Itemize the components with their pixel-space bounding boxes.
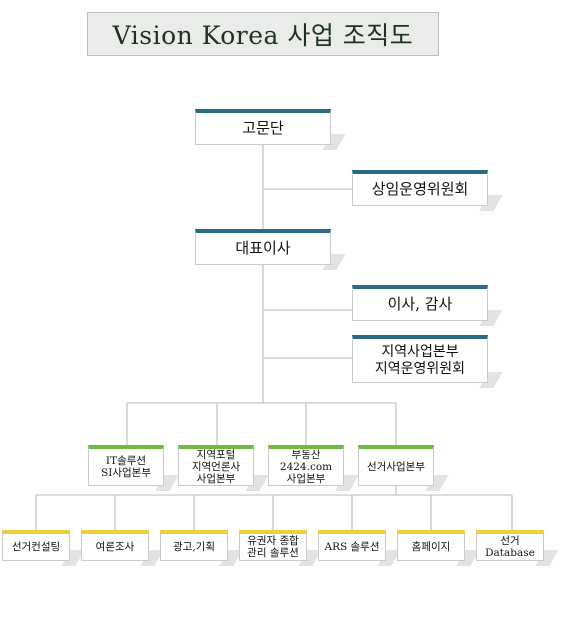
unit-box: ARS 솔루션 xyxy=(318,530,386,561)
division-label: IT솔루션 SI사업본부 xyxy=(101,454,151,479)
node-committee: 상임운영위원회 xyxy=(352,170,488,206)
unit-label: 홈페이지 xyxy=(411,540,451,553)
node-directors: 이사, 감사 xyxy=(352,285,488,321)
node-advisory: 고문단 xyxy=(195,109,331,145)
division-label: 선거사업본부 xyxy=(367,460,425,473)
unit-box: 여론조사 xyxy=(81,530,149,561)
node-directors-label: 이사, 감사 xyxy=(387,294,453,313)
page-title: Vision Korea 사업 조직도 xyxy=(87,12,439,56)
division-box: 부동산 2424.com 사업본부 xyxy=(268,445,344,486)
unit-box: 광고,기획 xyxy=(160,530,228,561)
node-advisory-label: 고문단 xyxy=(242,118,284,137)
division-label: 지역포털 지역언론사 사업본부 xyxy=(191,448,241,486)
node-regional-hq-label: 지역사업본부 지역운영위원회 xyxy=(374,344,466,377)
unit-box: 선거 Database xyxy=(476,530,544,561)
unit-label: 유권자 종합 관리 솔루션 xyxy=(247,534,299,559)
division-label: 부동산 2424.com 사업본부 xyxy=(279,448,333,486)
unit-label: 광고,기획 xyxy=(173,540,215,553)
unit-label: ARS 솔루션 xyxy=(324,540,380,553)
node-regional-hq: 지역사업본부 지역운영위원회 xyxy=(352,335,488,383)
division-box: 지역포털 지역언론사 사업본부 xyxy=(178,445,254,486)
node-committee-label: 상임운영위원회 xyxy=(371,179,469,198)
unit-label: 선거 Database xyxy=(485,534,535,559)
node-ceo: 대표이사 xyxy=(195,229,331,265)
node-ceo-label: 대표이사 xyxy=(235,238,291,257)
unit-label: 여론조사 xyxy=(95,540,135,553)
unit-box: 홈페이지 xyxy=(397,530,465,561)
unit-box: 선거컨설팅 xyxy=(2,530,70,561)
unit-label: 선거컨설팅 xyxy=(11,540,61,553)
unit-box: 유권자 종합 관리 솔루션 xyxy=(239,530,307,561)
division-box: 선거사업본부 xyxy=(358,445,434,486)
division-box: IT솔루션 SI사업본부 xyxy=(88,445,164,486)
